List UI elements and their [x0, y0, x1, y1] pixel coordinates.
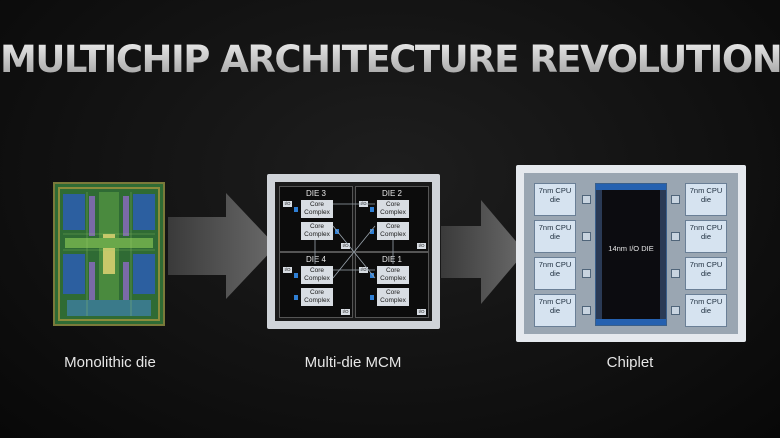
- infinity-link-icon: [671, 306, 680, 315]
- io-tag: I/O: [283, 201, 292, 207]
- mcm-package: DIE 3 I/O Core Complex Core Complex I/O …: [267, 174, 440, 329]
- cpu-die: 7nm CPU die: [534, 220, 576, 253]
- core-complex: Core Complex: [377, 266, 409, 284]
- mcm-substrate: DIE 3 I/O Core Complex Core Complex I/O …: [275, 182, 432, 321]
- infinity-link-icon: [671, 232, 680, 241]
- cpu-die: 7nm CPU die: [685, 294, 727, 327]
- link-pin: [370, 295, 374, 300]
- cpu-die: 7nm CPU die: [534, 183, 576, 216]
- core-complex: Core Complex: [377, 288, 409, 306]
- core-complex: Core Complex: [377, 200, 409, 218]
- link-pin: [294, 207, 298, 212]
- die-label: DIE 1: [381, 255, 402, 264]
- die-label: DIE 4: [305, 255, 326, 264]
- infinity-link-icon: [582, 195, 591, 204]
- cpu-die: 7nm CPU die: [685, 183, 727, 216]
- infinity-link-icon: [582, 306, 591, 315]
- io-die-label: 14nm I/O DIE: [608, 244, 654, 253]
- infinity-link-icon: [582, 232, 591, 241]
- io-tag: I/O: [283, 267, 292, 273]
- io-strip: [596, 319, 666, 325]
- infinity-link-icon: [671, 195, 680, 204]
- core-complex: Core Complex: [301, 288, 333, 306]
- io-tag: I/O: [417, 309, 426, 315]
- cpu-die: 7nm CPU die: [534, 294, 576, 327]
- io-strip: [596, 190, 602, 319]
- die-label: DIE 3: [305, 189, 326, 198]
- io-tag: I/O: [417, 243, 426, 249]
- cpu-die: 7nm CPU die: [685, 220, 727, 253]
- link-pin: [294, 295, 298, 300]
- arrow-right-icon-2: [441, 200, 525, 304]
- io-die: 14nm I/O DIE: [595, 183, 667, 326]
- chiplet-substrate: 7nm CPU die 7nm CPU die 7nm CPU die 7nm …: [524, 173, 738, 334]
- io-tag: I/O: [341, 243, 350, 249]
- mcm-die-2: DIE 2 I/O Core Complex Core Complex I/O: [355, 186, 429, 252]
- mcm-die-4: DIE 4 I/O Core Complex Core Complex I/O: [279, 252, 353, 318]
- page-title: MULTICHIP ARCHITECTURE REVOLUTION: [0, 38, 780, 81]
- die-shot-graphic: [55, 184, 163, 324]
- infinity-link-icon: [582, 269, 591, 278]
- mcm-die-3: DIE 3 I/O Core Complex Core Complex I/O: [279, 186, 353, 252]
- link-pin: [370, 207, 374, 212]
- monolithic-label: Monolithic die: [64, 354, 156, 371]
- core-complex: Core Complex: [301, 200, 333, 218]
- link-pin: [370, 229, 374, 234]
- cpu-die: 7nm CPU die: [534, 257, 576, 290]
- chiplet-label: Chiplet: [606, 354, 654, 371]
- die-interconnect-lines: [314, 203, 394, 279]
- core-complex: Core Complex: [301, 222, 333, 240]
- chiplet-package: 7nm CPU die 7nm CPU die 7nm CPU die 7nm …: [516, 165, 746, 342]
- monolithic-die-image: [53, 182, 165, 326]
- io-tag: I/O: [341, 309, 350, 315]
- link-pin: [294, 273, 298, 278]
- io-strip: [596, 184, 666, 190]
- infinity-link-icon: [671, 269, 680, 278]
- core-complex: Core Complex: [301, 266, 333, 284]
- cpu-die: 7nm CPU die: [685, 257, 727, 290]
- link-pin: [370, 273, 374, 278]
- die-label: DIE 2: [381, 189, 402, 198]
- io-strip: [660, 190, 666, 319]
- arrow-right-icon-1: [168, 193, 276, 299]
- mcm-label: Multi-die MCM: [304, 354, 402, 371]
- core-complex: Core Complex: [377, 222, 409, 240]
